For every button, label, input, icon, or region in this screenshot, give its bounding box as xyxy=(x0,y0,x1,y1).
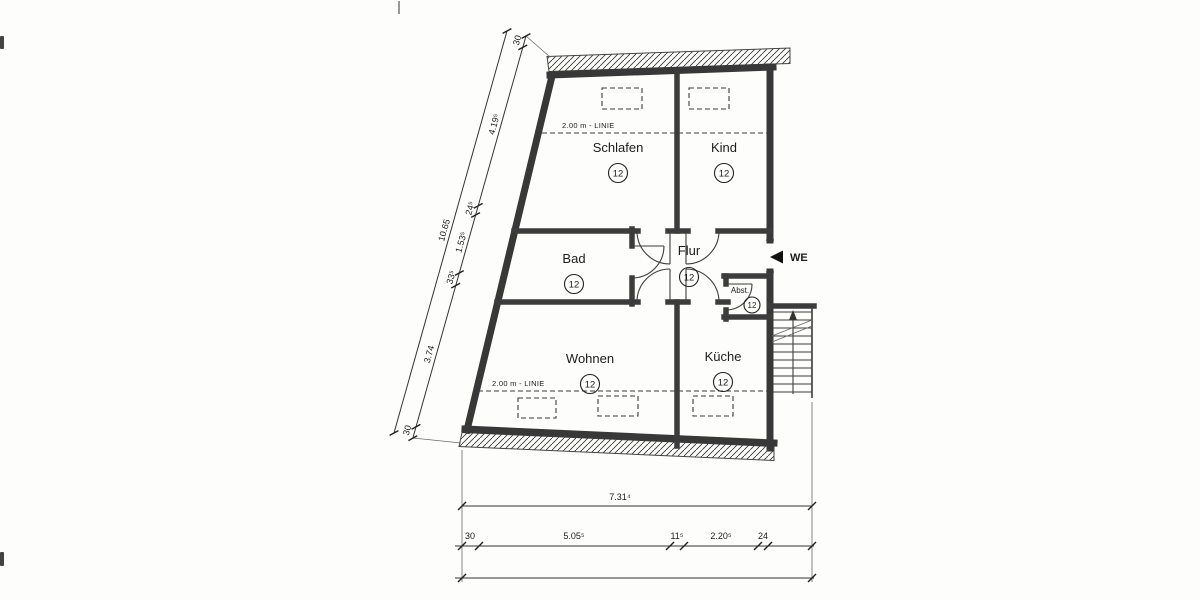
dim-left-seg-1: 4.19⁵ xyxy=(486,112,501,135)
door-arc-kueche xyxy=(685,268,720,303)
headroom-label-top: 2.00 m - LINIE xyxy=(562,121,615,130)
walls xyxy=(461,63,817,452)
room-number-circle xyxy=(579,373,601,395)
room-number-bad: 12 xyxy=(569,280,580,291)
room-number-circle xyxy=(607,162,629,184)
roof-window xyxy=(601,87,643,110)
dim-bottom-seg-2: 11⁵ xyxy=(670,531,683,541)
room-label-flur: Flur xyxy=(678,243,701,258)
room-label-kind: Kind xyxy=(711,140,737,155)
stair-break-line xyxy=(771,325,813,343)
room-label-kueche: Küche xyxy=(705,349,742,364)
wall-exterior-bottom xyxy=(461,425,778,447)
room-number-circle xyxy=(712,371,734,393)
dim-left-overall: 10.65 xyxy=(436,218,452,242)
dim-left-seg-4: 33⁵ xyxy=(444,269,457,285)
entrance-label: WE xyxy=(790,252,808,264)
room-number-kind: 12 xyxy=(719,169,730,180)
room-number-flur: 12 xyxy=(684,273,695,284)
room-labels: Schlafen 12 Kind 12 Bad 12 Flur 12 Abst.… xyxy=(562,140,761,395)
room-number-circle xyxy=(563,273,585,295)
wall-exterior-left xyxy=(462,71,557,435)
dim-left-seg-3: 1.53⁵ xyxy=(453,230,468,253)
entrance-marker: WE xyxy=(770,250,808,264)
dimension-line-overall xyxy=(393,30,508,434)
headroom-label-bottom: 2.00 m - LINIE xyxy=(492,379,545,388)
dimension-line-segments xyxy=(412,35,527,439)
room-number-circle xyxy=(678,266,700,288)
dim-left-seg-5: 3.74 xyxy=(422,344,436,364)
room-label-bad: Bad xyxy=(562,251,585,266)
dim-bottom-seg-0: 30 xyxy=(465,531,475,541)
roof-window xyxy=(688,87,730,110)
scan-artifacts xyxy=(0,1,400,566)
dim-left-seg-2: 24⁵ xyxy=(463,200,476,216)
roof-window xyxy=(517,397,557,419)
room-number-kueche: 12 xyxy=(718,378,729,389)
stair-break-line xyxy=(771,319,813,337)
dim-bottom-seg-4: 24 xyxy=(758,531,768,541)
room-number-abst: 12 xyxy=(748,301,757,310)
dim-bottom-overall: 7.31⁴ xyxy=(609,492,631,502)
roof-hatch-strips xyxy=(458,47,791,462)
roof-window xyxy=(597,395,639,417)
room-number-wohnen: 12 xyxy=(585,380,596,391)
stairs xyxy=(771,306,813,398)
bottom-dimensions: 7.31⁴ 30 5.05⁵ 11⁵ 2.20⁵ 24 xyxy=(455,402,817,583)
roof-windows xyxy=(517,87,734,419)
dim-bottom-seg-3: 2.20⁵ xyxy=(710,531,732,541)
room-label-abst: Abst. xyxy=(731,286,749,295)
stair-arrow xyxy=(789,310,797,320)
door-arc-bad xyxy=(631,245,665,279)
wall-exterior-top xyxy=(546,63,777,79)
dim-left-seg-0: 30 xyxy=(511,34,523,46)
room-label-wohnen: Wohnen xyxy=(566,351,614,366)
entrance-arrow-icon xyxy=(770,250,783,264)
door-arc-kind xyxy=(685,230,720,265)
dim-bottom-seg-1: 5.05⁵ xyxy=(563,531,585,541)
doors xyxy=(631,230,774,311)
door-arc-wohnen xyxy=(636,268,671,303)
room-number-circle xyxy=(713,162,735,184)
roof-window xyxy=(692,395,734,417)
dim-left-seg-6: 30 xyxy=(401,424,413,436)
door-arc-schlafen xyxy=(636,230,671,265)
room-number-schlafen: 12 xyxy=(613,169,624,180)
room-number-circle xyxy=(743,296,761,314)
room-label-schlafen: Schlafen xyxy=(593,140,644,155)
